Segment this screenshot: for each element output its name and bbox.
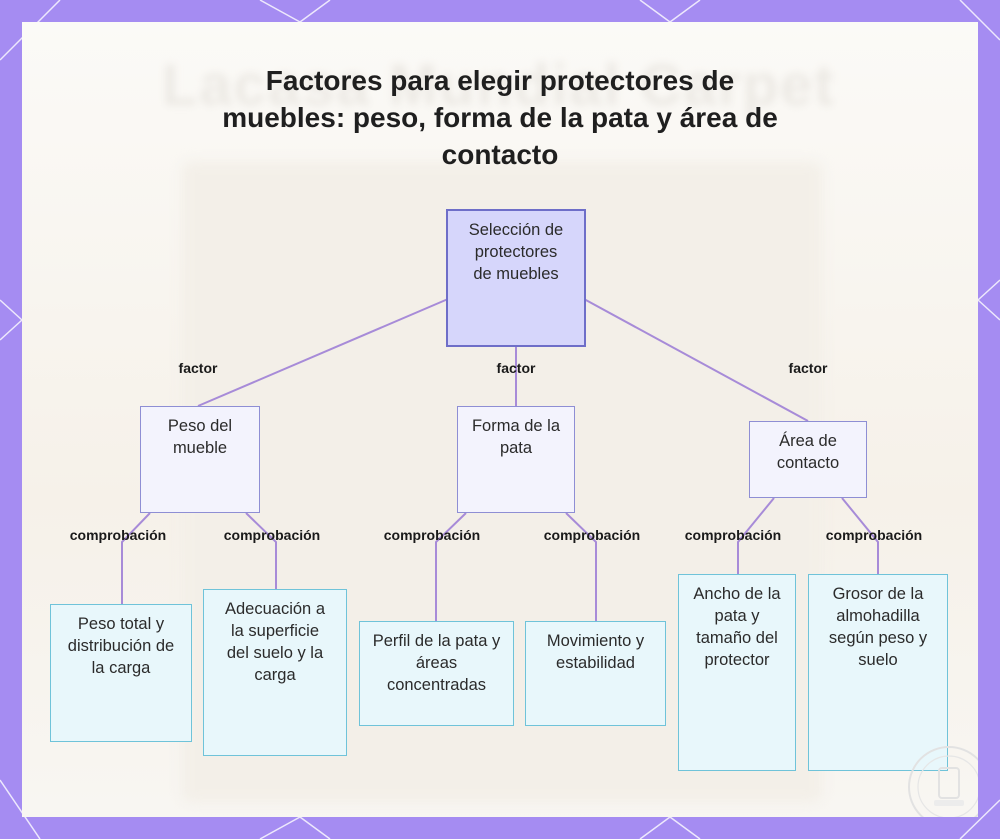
node-peso-total-label: Peso total y distribución de la carga (67, 615, 175, 677)
background-brand-text: Lacasa Mundial Carpet (162, 53, 836, 118)
edge-peso-total (121, 512, 151, 604)
edge-label-comprobacion: comprobación (825, 527, 923, 543)
node-area[interactable]: Área de contacto (749, 421, 867, 498)
edge-peso-adecuacion (245, 512, 277, 589)
diagram-edges (121, 298, 879, 621)
edge-area-ancho (737, 497, 775, 574)
edge-forma-perfil (435, 512, 467, 621)
node-grosor-label: Grosor de la almohadilla según peso y su… (828, 585, 928, 669)
edge-forma-movimiento (565, 512, 597, 621)
node-movimiento[interactable]: Movimiento y estabilidad (525, 621, 666, 726)
node-peso[interactable]: Peso del mueble (140, 406, 260, 513)
edge-root-peso (197, 298, 449, 407)
node-forma-label: Forma de la pata (471, 417, 561, 457)
node-grosor[interactable]: Grosor de la almohadilla según peso y su… (808, 574, 948, 771)
node-adecuacion[interactable]: Adecuación a la superficie del suelo y l… (203, 589, 347, 756)
edge-label-comprobacion: comprobación (69, 527, 167, 543)
node-peso-total[interactable]: Peso total y distribución de la carga (50, 604, 192, 742)
node-peso-label: Peso del mueble (167, 417, 233, 457)
diagram-title: Factores para elegir protectores de mueb… (222, 65, 778, 170)
node-perfil-label: Perfil de la pata y áreas concentradas (372, 632, 501, 694)
diagram-card: Lacasa Mundial Carpet Factores para eleg… (22, 22, 978, 817)
edge-root-area (583, 298, 809, 422)
edge-label-factor: factor (788, 360, 828, 376)
node-movimiento-label: Movimiento y estabilidad (546, 632, 645, 672)
node-ancho-label: Ancho de la pata y tamaño del protector (693, 585, 781, 669)
node-root[interactable]: Selección de protectores de muebles (446, 209, 586, 347)
edge-label-factor: factor (178, 360, 218, 376)
node-root-label: Selección de protectores de muebles (468, 221, 564, 283)
edge-area-grosor (841, 497, 879, 574)
node-ancho[interactable]: Ancho de la pata y tamaño del protector (678, 574, 796, 771)
logo-seal-icon (908, 746, 978, 817)
node-adecuacion-label: Adecuación a la superficie del suelo y l… (225, 600, 325, 684)
edge-label-comprobacion: comprobación (223, 527, 321, 543)
edge-label-factor: factor (496, 360, 536, 376)
edge-label-comprobacion: comprobación (383, 527, 481, 543)
edge-label-comprobacion: comprobación (543, 527, 641, 543)
node-perfil[interactable]: Perfil de la pata y áreas concentradas (359, 621, 514, 726)
edge-label-comprobacion: comprobación (684, 527, 782, 543)
node-area-label: Área de contacto (776, 432, 840, 472)
node-forma[interactable]: Forma de la pata (457, 406, 575, 513)
